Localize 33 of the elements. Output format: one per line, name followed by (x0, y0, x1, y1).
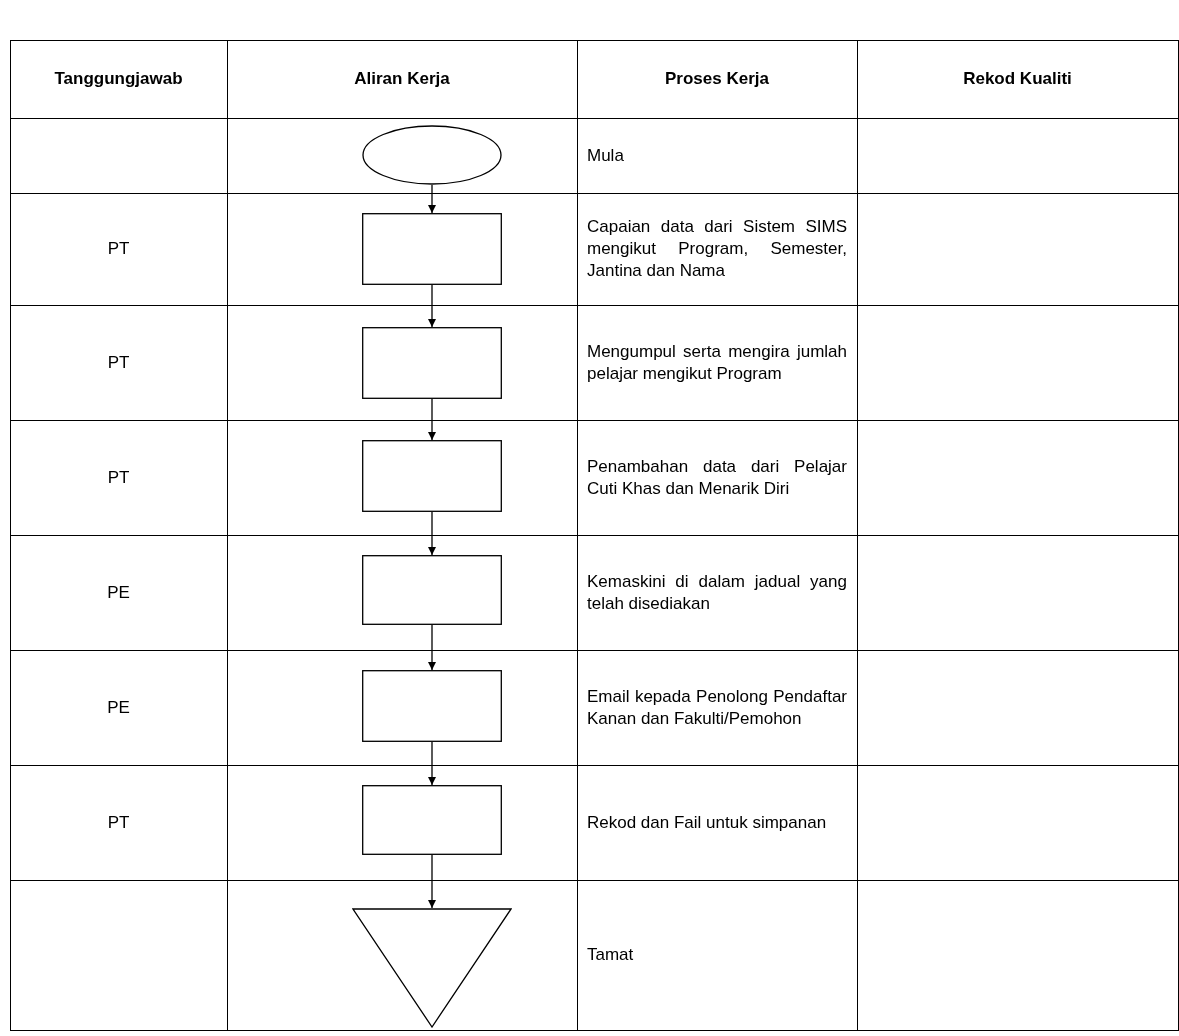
arrow (428, 184, 436, 214)
process-box (362, 213, 502, 285)
process-description: Tamat (587, 944, 635, 966)
arrow (428, 741, 436, 786)
process-box (362, 555, 502, 625)
process-description: Kemaskini di dalam jadual yang telah disediakan (587, 570, 847, 615)
responsible-code: PE (107, 581, 130, 604)
column-header: Tanggungjawab (54, 68, 183, 90)
process-description: Email kepada Penolong Pendaftar Kanan dan Fakulti/Pemohon (587, 685, 847, 730)
responsible-code: PE (107, 696, 130, 719)
terminator-ellipse (362, 125, 502, 185)
arrow (428, 398, 436, 441)
responsible-code: PT (107, 238, 130, 260)
process-description: Penambahan data dari Pelajar Cuti Khas dan Menarik Diri (587, 455, 847, 500)
process-description: Capaian data dari Sistem SIMS mengikut Program, Semester, Jantina dan Nama (587, 216, 847, 282)
process-description: Mengumpul serta mengira jumlah pelajar mengikut Program (587, 340, 847, 385)
responsible-code: PT (107, 351, 130, 374)
end-triangle (352, 908, 512, 1028)
process-description: Rekod dan Fail untuk simpanan (587, 811, 828, 834)
arrow (428, 511, 436, 556)
process-box (362, 785, 502, 855)
column-header: Rekod Kualiti (963, 68, 1072, 90)
responsible-code: PT (107, 466, 130, 489)
arrow (428, 624, 436, 671)
arrow (428, 854, 436, 909)
process-description: Mula (587, 144, 625, 167)
process-box (362, 440, 502, 512)
responsible-code: PT (107, 811, 130, 834)
column-header: Proses Kerja (665, 68, 769, 90)
process-box (362, 670, 502, 742)
column-header: Aliran Kerja (354, 68, 450, 90)
arrow (428, 284, 436, 328)
process-box (362, 327, 502, 399)
